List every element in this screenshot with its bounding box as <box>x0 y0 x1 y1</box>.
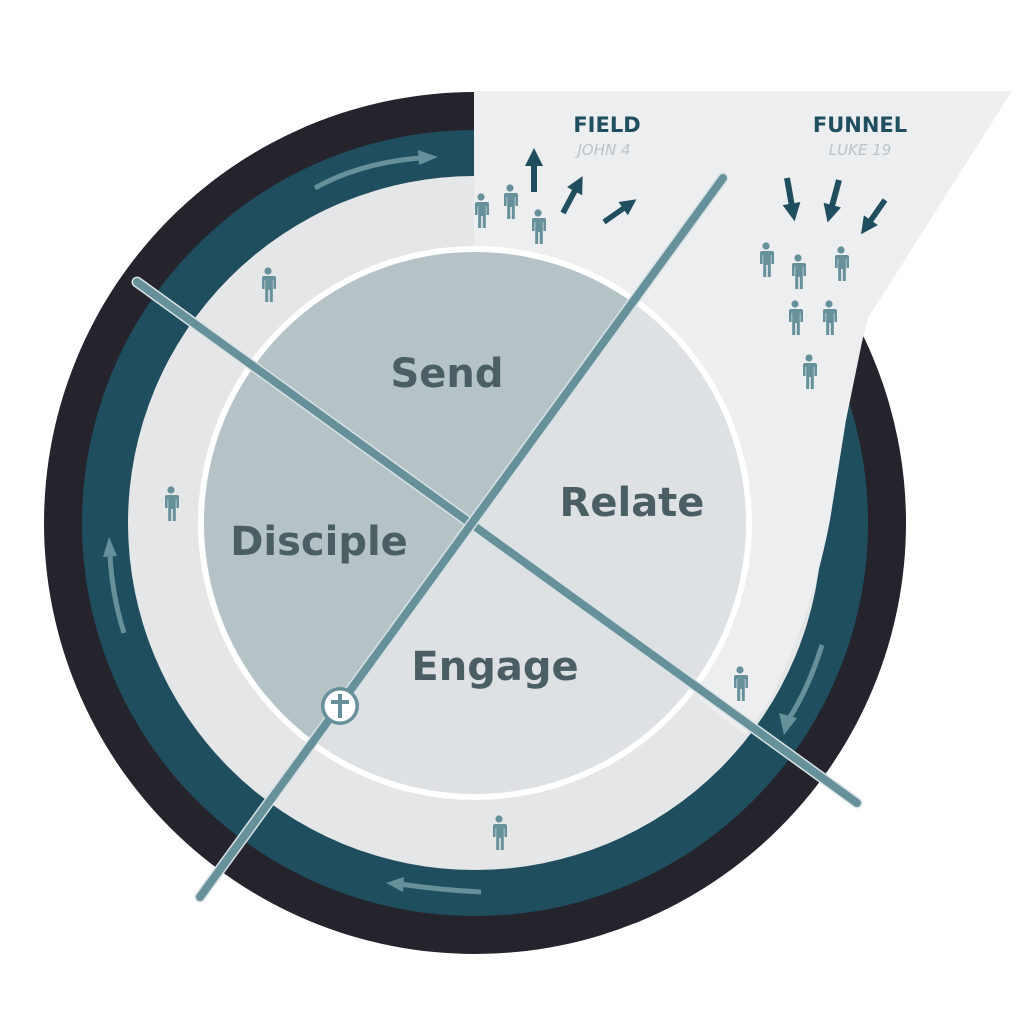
flow-arrowheads <box>103 150 797 892</box>
quadrant-label-engage: Engage <box>411 644 578 690</box>
funnel-reference: LUKE 19 <box>829 141 892 159</box>
funnel-heading: FUNNEL <box>813 113 907 137</box>
funnel-panel <box>474 91 1012 735</box>
arrowhead-top <box>418 150 438 165</box>
field-reference: JOHN 4 <box>574 141 630 159</box>
divider-line-a <box>133 278 861 807</box>
arrowhead-left <box>103 537 117 557</box>
field-heading: FIELD <box>573 113 640 137</box>
flow-arrow-left <box>107 554 127 634</box>
cross-marker[interactable] <box>321 687 359 725</box>
divider-line-b <box>196 174 727 901</box>
flow-arrow-bottom <box>399 881 482 895</box>
quadrant-label-disciple: Disciple <box>230 519 408 565</box>
cross-icon <box>331 694 349 718</box>
arrowhead-bottom <box>386 877 404 892</box>
arrowhead-right <box>779 713 797 735</box>
flow-arrow-top <box>313 155 421 191</box>
flow-arrows <box>107 155 825 895</box>
quadrant-label-relate: Relate <box>560 480 705 526</box>
quadrant-label-send: Send <box>390 351 503 397</box>
dividers <box>131 172 863 903</box>
flow-arrow-right <box>785 644 825 722</box>
